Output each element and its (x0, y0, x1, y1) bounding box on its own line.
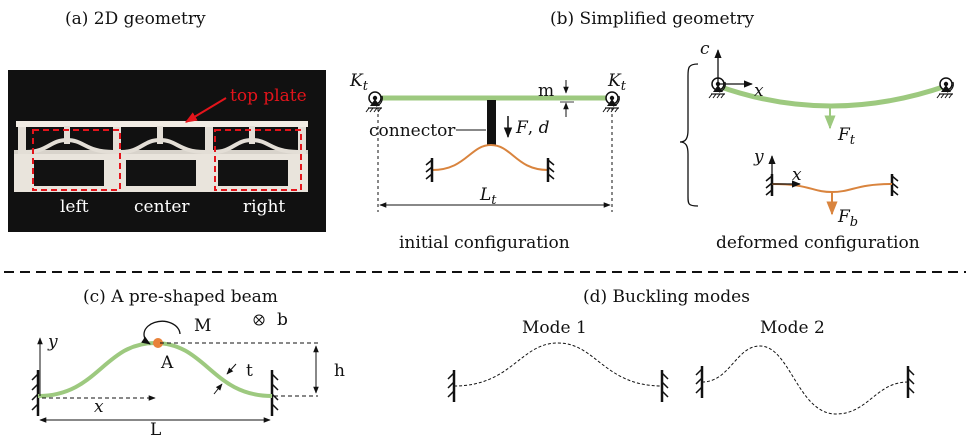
axis-x-deformed-label: x (792, 165, 802, 185)
panel-c-caption: (c) A pre-shaped beam (83, 287, 278, 307)
axis-x-top-label: x (754, 81, 764, 101)
length-Lt-label: Lt (479, 185, 497, 208)
moment-M-label: M (194, 316, 211, 336)
length-L-label: L (150, 420, 161, 440)
center-label: center (134, 197, 190, 217)
mode-1-label: Mode 1 (522, 318, 587, 338)
buckling-modes-diagram (447, 342, 915, 415)
right-stiffness-label: Kt (607, 71, 627, 94)
connector-label: connector (369, 121, 456, 141)
right-spring-support-icon (602, 91, 621, 113)
right-label: right (243, 197, 285, 217)
axis-y-deformed-label: y (753, 147, 764, 167)
initial-configuration-label: initial configuration (399, 233, 570, 253)
thickness-m-label: m (538, 81, 554, 101)
deformed-top-plate-diagram (708, 49, 955, 130)
panel-a-caption: (a) 2D geometry (65, 9, 206, 29)
mode-2-curve (701, 345, 909, 415)
thickness-t-label: t (246, 361, 253, 381)
point-A-label: A (160, 353, 174, 373)
top-plate-label: top plate (230, 86, 307, 106)
preshaped-beam-diagram (31, 314, 319, 423)
initial-configuration-diagram (365, 80, 621, 212)
left-label: left (60, 197, 89, 217)
mode-2-label: Mode 2 (760, 318, 825, 338)
brace-icon (679, 63, 699, 207)
deformed-left-support-icon (708, 77, 727, 99)
deformed-beam-diagram (765, 155, 899, 216)
axis-x-beam-label: x (94, 397, 104, 417)
width-b-label: b (277, 310, 288, 330)
force-disp-label: F, d (515, 118, 550, 138)
photo-2d-geometry (8, 70, 326, 232)
panel-d-caption: (d) Buckling modes (583, 287, 750, 307)
left-stiffness-label: Kt (349, 71, 369, 94)
height-h-label: h (334, 361, 345, 381)
force-Ft-label: Ft (837, 125, 856, 148)
panel-b-caption: (b) Simplified geometry (550, 9, 755, 29)
deformed-configuration-label: deformed configuration (716, 233, 920, 253)
axis-y-beam-label: y (47, 332, 58, 352)
mode-1-curve (453, 342, 663, 387)
left-spring-support-icon (365, 91, 384, 113)
force-Fb-label: Fb (837, 207, 858, 230)
axis-c-label: c (700, 39, 710, 59)
